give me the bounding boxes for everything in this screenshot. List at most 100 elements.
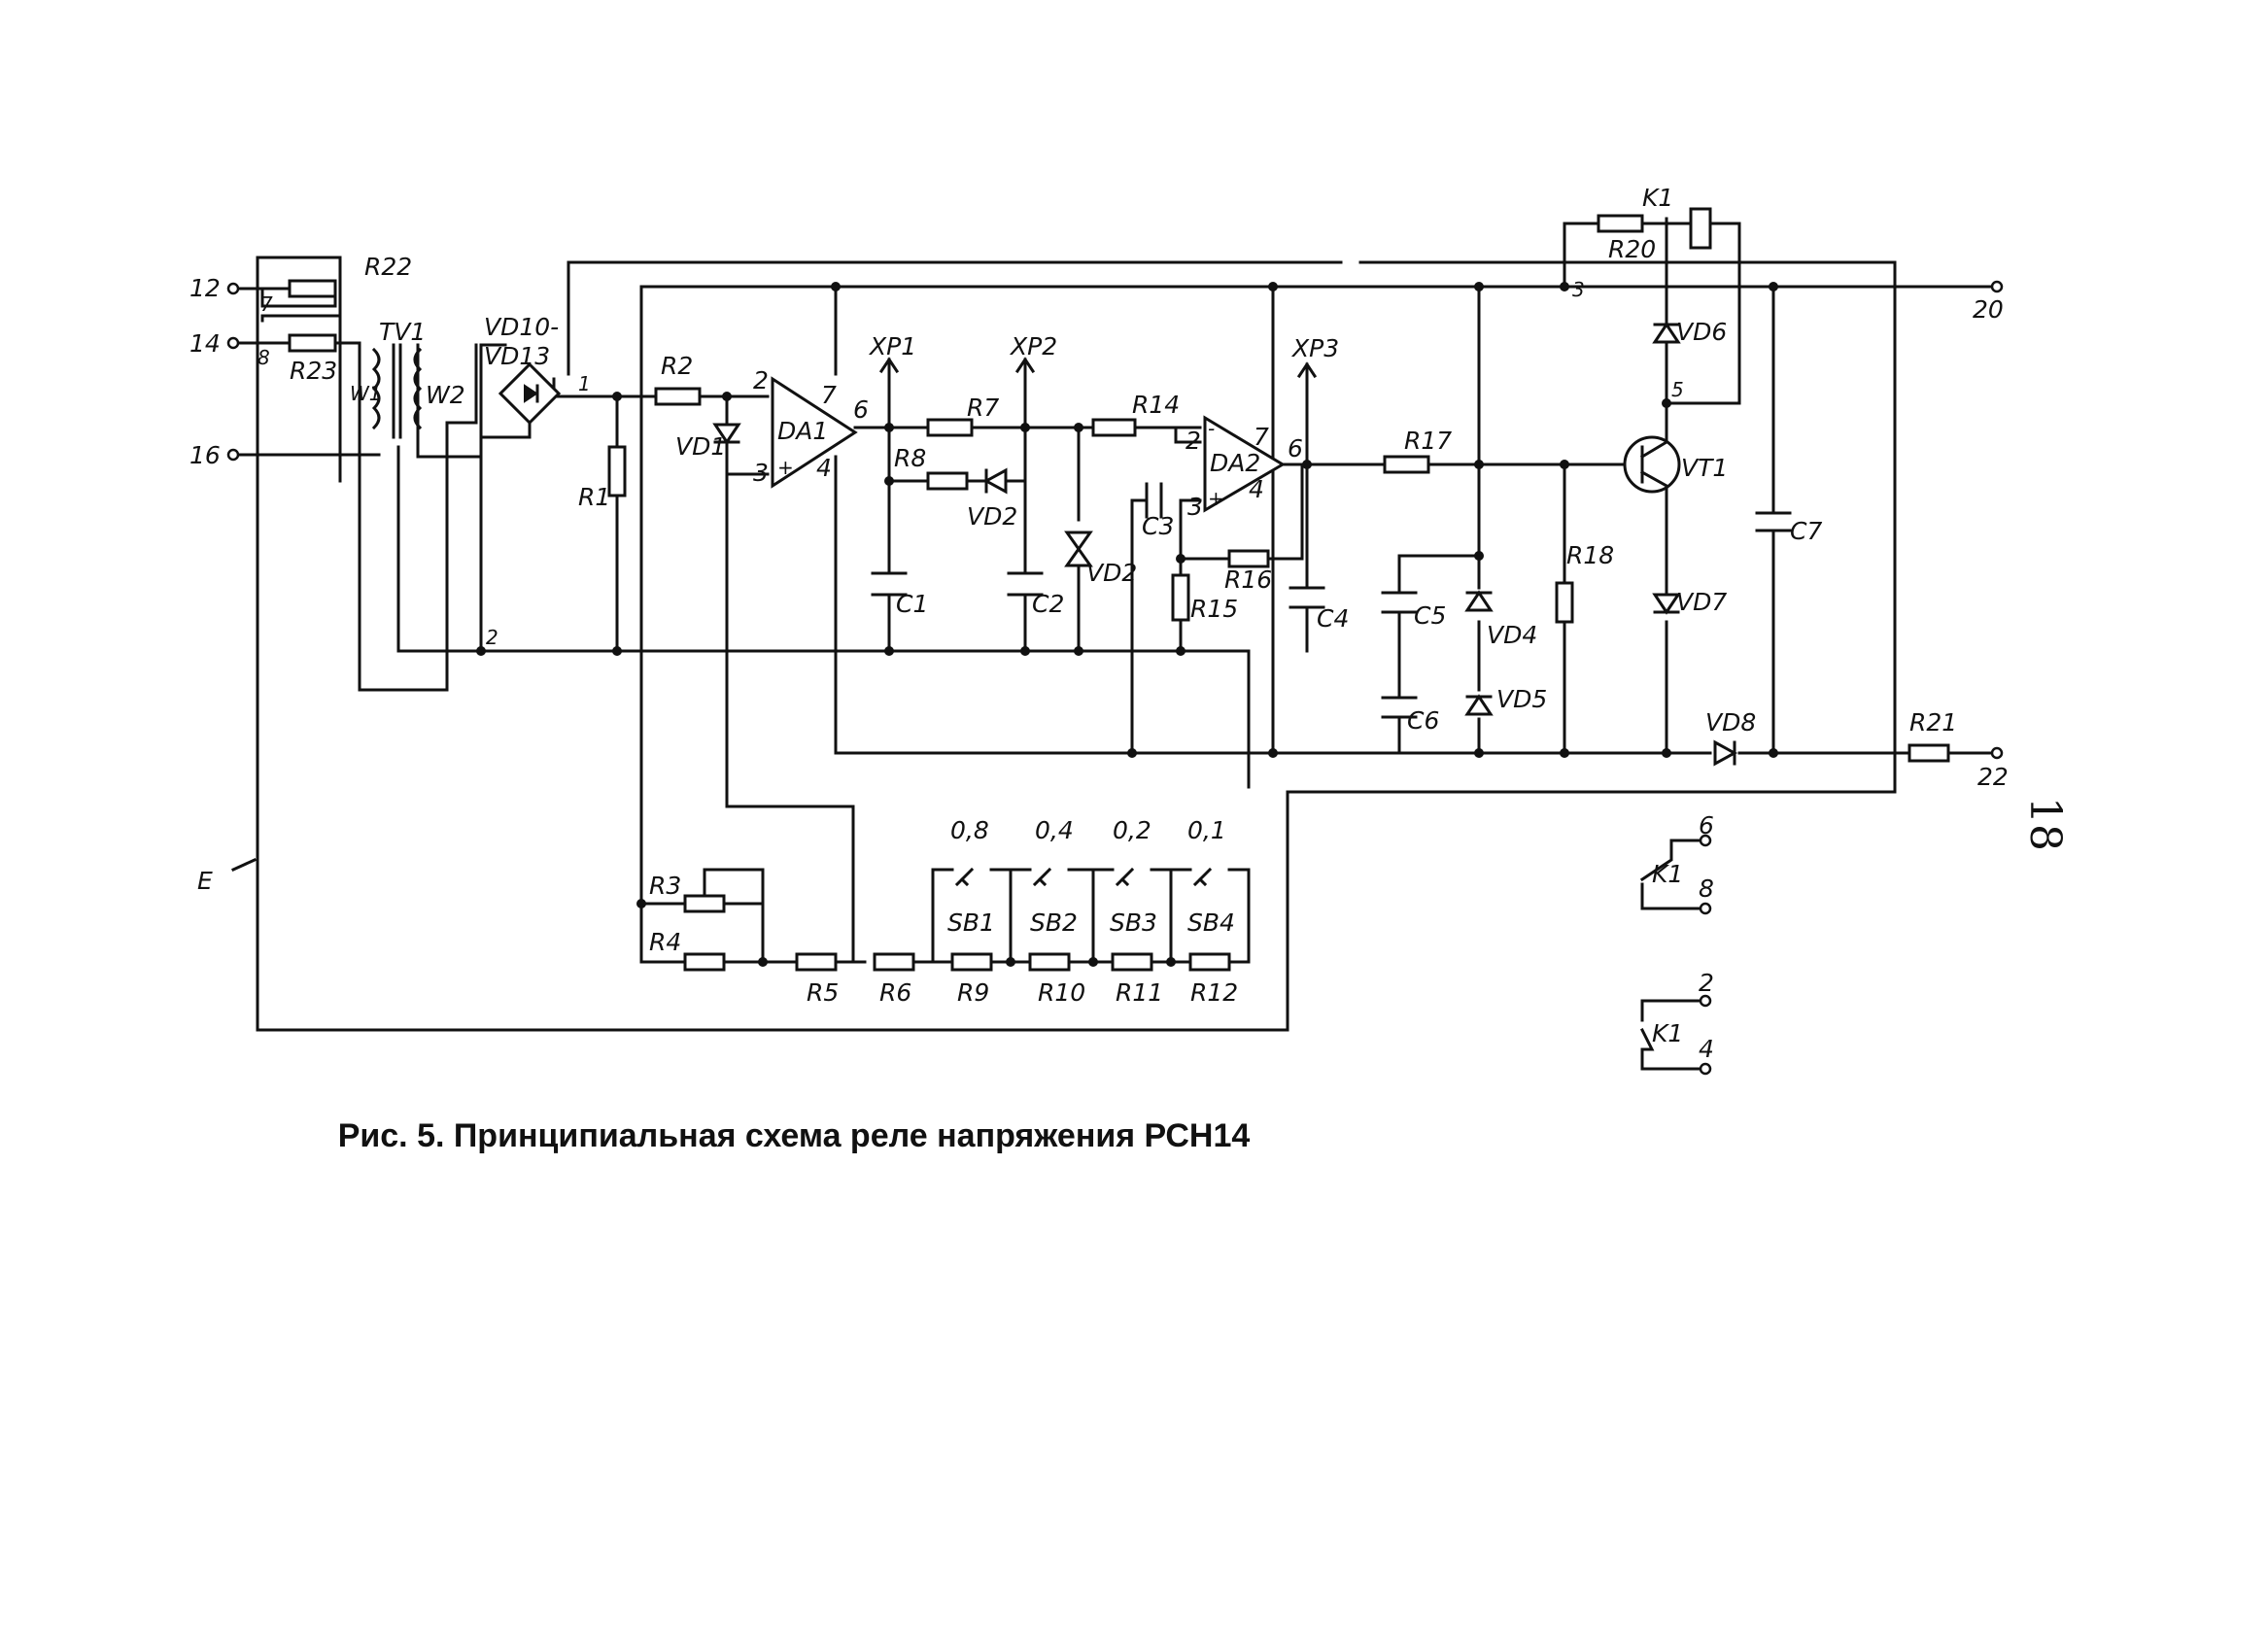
da1-pin-7: 7: [821, 381, 837, 409]
da2-label: DA2: [1210, 449, 1260, 477]
pushbuttons: [954, 867, 1213, 887]
diodes: [712, 322, 1738, 767]
vd2-zener-label: VD2: [1086, 559, 1137, 587]
vd2-label: VD2: [967, 502, 1017, 531]
vd6-label: VD6: [1676, 318, 1727, 346]
da1-pin-4: 4: [816, 454, 832, 482]
da2-pin-4: 4: [1249, 475, 1264, 503]
node-5: 5: [1671, 378, 1684, 401]
k1-contact-upper-label: K1: [1652, 860, 1683, 888]
r1-label: R1: [578, 483, 610, 511]
da1-pin-6: 6: [853, 395, 869, 424]
r15-label: R15: [1190, 595, 1238, 623]
r17-label: R17: [1404, 427, 1452, 455]
labels: 12 14 16 20 22 6 8 2 4 R22 R23 TV1 W1 W2…: [189, 184, 2009, 1063]
terminal-22-label: 22: [1977, 763, 2009, 791]
vd1-label: VD1: [675, 432, 726, 461]
terminal-2-label: 2: [1699, 969, 1714, 997]
relay-contacts: [1639, 839, 1702, 1071]
xp3-label: XP3: [1290, 334, 1339, 362]
enclosure-e-label: E: [197, 867, 213, 895]
r22-label: R22: [364, 253, 412, 281]
test-points: [878, 357, 1318, 391]
da1-label: DA1: [777, 417, 828, 445]
c4-label: C4: [1317, 604, 1349, 633]
relay-coil-k1: [1689, 207, 1712, 250]
diode-bridge: [498, 361, 562, 426]
da1-pin-3: 3: [753, 459, 769, 487]
page-number: 18: [2020, 797, 2070, 851]
r3-label: R3: [649, 872, 681, 900]
node-3: 3: [1572, 278, 1585, 301]
xp1-label: XP1: [868, 332, 916, 360]
setting-0-8-label: 0,8: [950, 816, 989, 844]
r7-label: R7: [967, 394, 999, 422]
r2-label: R2: [661, 352, 693, 380]
r6-label: R6: [879, 978, 911, 1007]
r9-label: R9: [957, 978, 989, 1007]
r11-label: R11: [1116, 978, 1163, 1007]
da2-pin-7: 7: [1254, 423, 1269, 451]
c7-label: C7: [1790, 517, 1822, 545]
da1-pin-2: 2: [753, 366, 769, 394]
sb1-label: SB1: [947, 908, 995, 937]
r12-label: R12: [1190, 978, 1238, 1007]
figure-caption: Рис. 5. Принципиальная схема реле напряж…: [337, 1117, 1251, 1154]
r4-label: R4: [649, 928, 681, 956]
transformer-tv1: [371, 343, 423, 439]
k1-coil-label: K1: [1642, 184, 1673, 212]
vd4-label: VD4: [1487, 621, 1537, 649]
da2-pin-3: 3: [1187, 493, 1203, 521]
da2-plus: +: [1208, 487, 1224, 510]
setting-0-4-label: 0,4: [1035, 816, 1074, 844]
r10-label: R10: [1038, 978, 1085, 1007]
terminal-8-label: 8: [1699, 874, 1714, 903]
sb3-label: SB3: [1110, 908, 1157, 937]
c2-label: C2: [1032, 590, 1064, 618]
node-2: 2: [486, 626, 498, 649]
terminal-16-label: 16: [189, 441, 221, 469]
c1-label: C1: [896, 590, 928, 618]
k1-contact-lower-label: K1: [1652, 1019, 1683, 1047]
vd13-label: VD13: [484, 342, 550, 370]
setting-0-2-label: 0,2: [1113, 816, 1151, 844]
vd7-label: VD7: [1676, 588, 1727, 616]
setting-0-1-label: 0,1: [1187, 816, 1226, 844]
terminal-circles: [226, 280, 2004, 1076]
wiring: [231, 217, 1994, 1032]
terminal-6-label: 6: [1699, 811, 1714, 840]
node-1: 1: [578, 372, 591, 395]
r14-label: R14: [1132, 391, 1180, 419]
w1-label: W1: [350, 382, 382, 405]
r5-label: R5: [807, 978, 839, 1007]
terminal-4-label: 4: [1699, 1035, 1714, 1063]
pin-t7: 7: [260, 292, 273, 316]
da1-plus: +: [777, 456, 794, 479]
vd10-label: VD10-: [484, 313, 559, 341]
transistor-vt1: [1623, 435, 1681, 494]
r16-label: R16: [1224, 565, 1272, 594]
vt1-label: VT1: [1681, 454, 1728, 482]
pin-t8: 8: [258, 346, 270, 369]
resistors: [288, 214, 1950, 972]
terminal-14-label: 14: [189, 329, 221, 358]
r20-label: R20: [1608, 235, 1656, 263]
w2-label: W2: [426, 381, 465, 409]
tv1-label: TV1: [379, 318, 426, 346]
sb2-label: SB2: [1030, 908, 1078, 937]
r21-label: R21: [1909, 708, 1957, 737]
c5-label: C5: [1414, 601, 1446, 630]
c3-label: C3: [1142, 512, 1174, 540]
r23-label: R23: [290, 357, 337, 385]
xp2-label: XP2: [1009, 332, 1057, 360]
c6-label: C6: [1407, 706, 1439, 735]
da2-pin-6: 6: [1288, 434, 1303, 463]
terminal-12-label: 12: [189, 274, 221, 302]
opamps: [771, 376, 1286, 513]
capacitors: [871, 482, 1792, 719]
da2-pin-2: 2: [1186, 427, 1201, 455]
terminal-20-label: 20: [1973, 295, 2004, 324]
junction-dots: [476, 282, 1778, 967]
r18-label: R18: [1566, 541, 1614, 569]
